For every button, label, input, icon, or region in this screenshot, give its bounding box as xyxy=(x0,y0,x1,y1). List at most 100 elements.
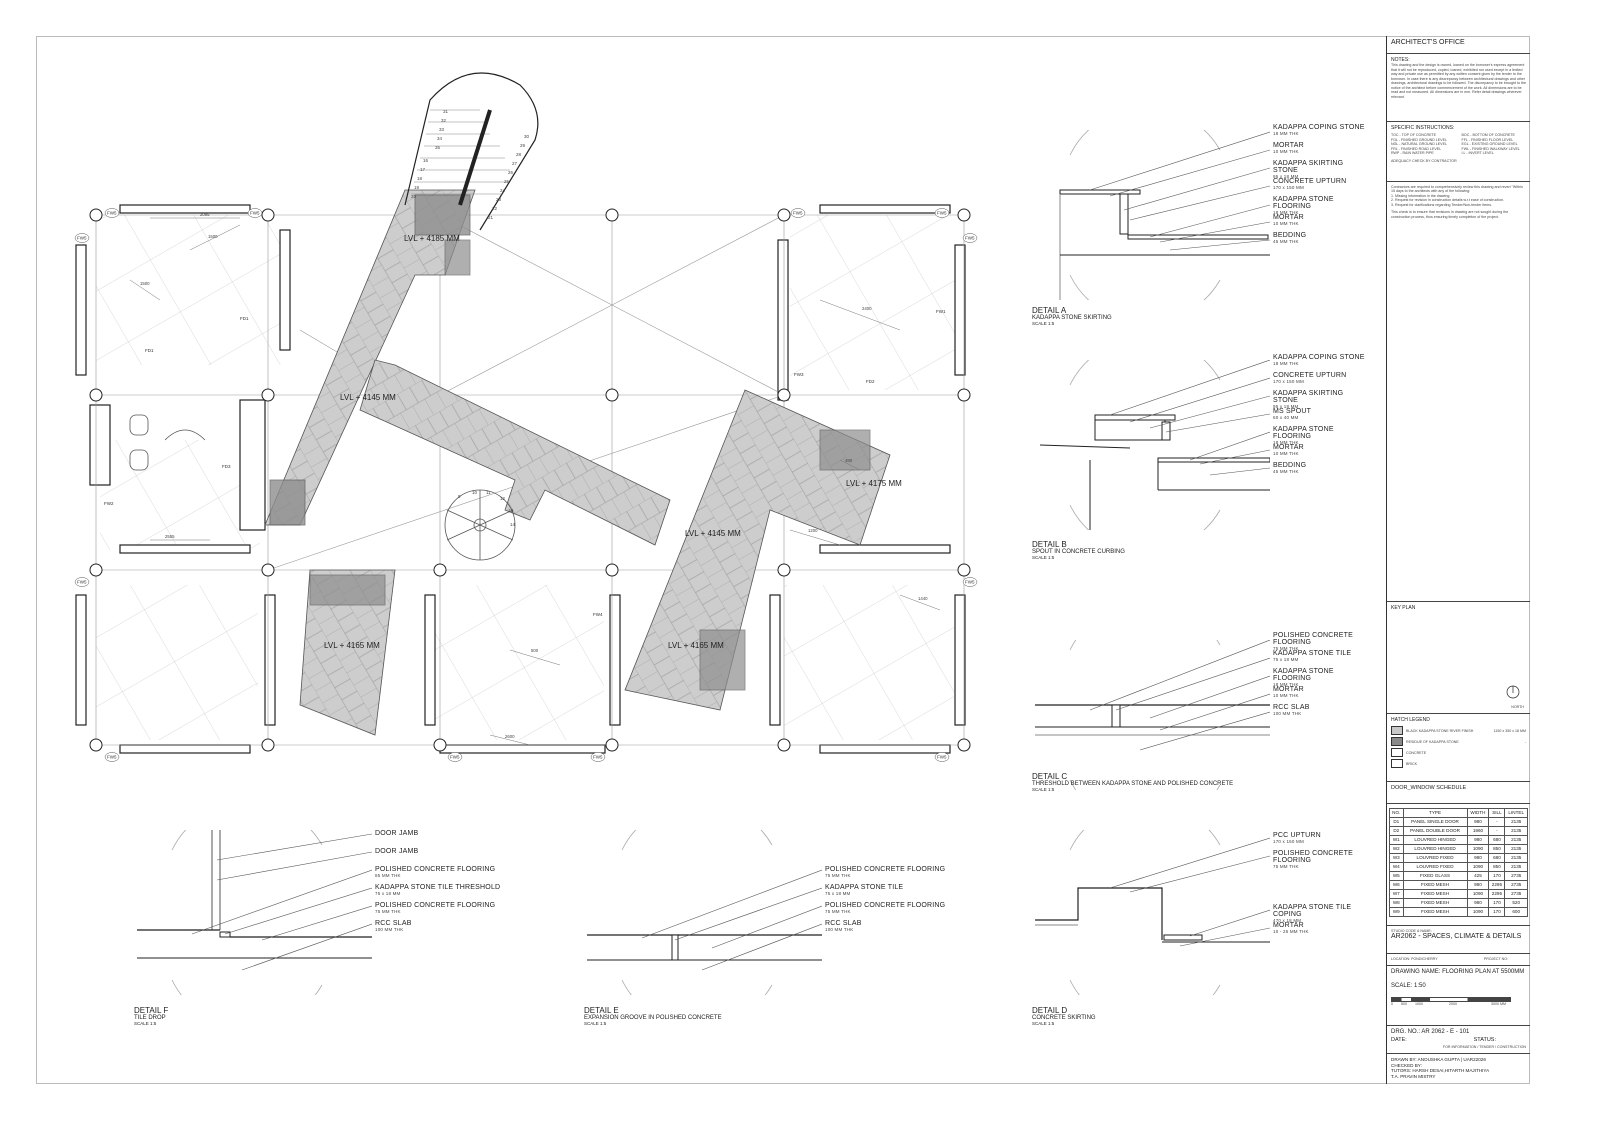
svg-text:17: 17 xyxy=(420,167,426,172)
svg-text:LVL + 4145 MM: LVL + 4145 MM xyxy=(340,393,396,402)
specific-instructions: SPECIFIC INSTRUCTIONS: TOC - TOP OF CONC… xyxy=(1387,122,1530,182)
detail-d-caption: DETAIL D CONCRETE SKIRTING SCALE 1:5 xyxy=(1032,1006,1096,1026)
schedule-cell: 850 xyxy=(1488,844,1506,854)
svg-text:FW5: FW5 xyxy=(107,211,117,216)
schedule-cell: 2295 xyxy=(1488,889,1506,899)
detail-b-caption: DETAIL B SPOUT IN CONCRETE CURBING SCALE… xyxy=(1032,540,1125,560)
schedule-cell: W9 xyxy=(1389,907,1404,917)
schedule-cell: LOUVRED FIXED xyxy=(1402,862,1468,872)
svg-text:FW5: FW5 xyxy=(793,211,803,216)
schedule-cell: LOUVRED HINGED xyxy=(1402,835,1468,845)
key-plan-section: KEY PLAN NORTH xyxy=(1387,602,1530,714)
svg-text:FW2: FW2 xyxy=(104,501,114,506)
status-label: STATUS: xyxy=(1473,1036,1496,1043)
detail-a-drawing xyxy=(1059,130,1270,300)
contractor-section: Contractors are required to comprehensiv… xyxy=(1387,182,1530,602)
svg-text:31: 31 xyxy=(443,109,449,114)
svg-text:FW5: FW5 xyxy=(965,580,975,585)
svg-text:2600: 2600 xyxy=(505,734,515,739)
svg-text:LVL + 4165 MM: LVL + 4165 MM xyxy=(324,641,380,650)
schedule-cell: 980 xyxy=(1466,880,1490,890)
svg-text:29: 29 xyxy=(520,143,526,148)
window-tags: FW5 FW5 FW5 FW5 FW5 FW5 FW5 FW5 FW5 FW5 … xyxy=(74,208,978,762)
schedule-header: WIDTH xyxy=(1466,808,1490,818)
hatch-item: CONCRETE xyxy=(1391,748,1526,758)
svg-text:2095: 2095 xyxy=(200,212,210,217)
schedule-cell: 2135 xyxy=(1504,817,1528,827)
schedule-cell: 850 xyxy=(1488,862,1506,872)
key-plan-label: KEY PLAN xyxy=(1391,605,1416,611)
svg-text:FW5: FW5 xyxy=(77,580,87,585)
schedule-cell: 1960 xyxy=(1466,826,1490,836)
svg-text:14: 14 xyxy=(510,522,516,527)
svg-text:FW3: FW3 xyxy=(794,372,804,377)
hatch-item: BRICK xyxy=(1391,759,1526,769)
schedule-cell: 170 xyxy=(1488,907,1506,917)
notes-text: This drawing and the design is owned, lo… xyxy=(1391,63,1526,99)
svg-text:35: 35 xyxy=(435,145,441,150)
schedule-cell: 2135 xyxy=(1504,862,1528,872)
detail-f-caption: DETAIL F TILE DROP SCALE 1:5 xyxy=(134,1006,169,1026)
schedule-cell: D1 xyxy=(1389,817,1404,827)
schedule-cell: PANEL SINGLE DOOR xyxy=(1402,817,1468,827)
schedule-cell: 1090 xyxy=(1466,844,1490,854)
hatch-legend: HATCH LEGEND BLACK KADAPPA STONE RIVER F… xyxy=(1387,714,1530,782)
door-tags: FD1 FD1 FD2 FD3 FW1 FW2 FW3 FW4 xyxy=(104,309,946,617)
schedule-cell: FIXED GLASS xyxy=(1402,871,1468,881)
schedule-cell: - xyxy=(1488,826,1506,836)
svg-text:10: 10 xyxy=(472,490,478,495)
detail-c-drawing xyxy=(1035,640,1270,790)
svg-text:13: 13 xyxy=(508,508,514,513)
svg-text:FD1: FD1 xyxy=(145,348,154,353)
svg-text:11: 11 xyxy=(486,490,491,495)
schedule-cell: FIXED MESH xyxy=(1402,898,1468,908)
schedule-cell: W2 xyxy=(1389,844,1404,854)
schedule-cell: 1090 xyxy=(1466,889,1490,899)
schedule-cell: 170 xyxy=(1488,871,1506,881)
drawing-name: DRAWING NAME: FLOORING PLAN AT 5500MM xyxy=(1391,969,1525,975)
stair-tower xyxy=(404,72,539,231)
detail-f-drawing xyxy=(137,830,372,995)
schedule-cell: 680 xyxy=(1488,835,1506,845)
schedule-cell: D2 xyxy=(1389,826,1404,836)
svg-text:FW5: FW5 xyxy=(593,755,603,760)
schedule-cell: 2135 xyxy=(1504,835,1528,845)
drawing-info: DRAWING NAME: FLOORING PLAN AT 5500MM SC… xyxy=(1387,966,1530,1026)
title-block: ARCHITECT'S OFFICE NOTES: This drawing a… xyxy=(1386,36,1530,1084)
svg-text:1200: 1200 xyxy=(808,528,818,533)
schedule-cell: 1090 xyxy=(1466,862,1490,872)
detail-f: DOOR JAMB DOOR JAMB POLISHED CONCRETE FL… xyxy=(132,830,512,1040)
schedule-cell: 2135 xyxy=(1504,853,1528,863)
drawing-sheet-border xyxy=(36,36,1530,1084)
credits: DRAWN BY: ANOUSHKA GUPTA | UAR22026 CHEC… xyxy=(1391,1057,1490,1080)
schedule-title: DOOR_WINDOW SCHEDULE xyxy=(1387,782,1530,804)
svg-text:24: 24 xyxy=(500,188,506,193)
svg-text:34: 34 xyxy=(437,136,443,141)
svg-text:FD2: FD2 xyxy=(866,379,875,384)
svg-text:1500: 1500 xyxy=(140,281,150,286)
schedule-header: LINTEL xyxy=(1504,808,1528,818)
dimension-strings: 2095 1500 2400 1200 500 1440 2555 2600 1… xyxy=(129,212,941,746)
svg-text:26: 26 xyxy=(508,170,514,175)
